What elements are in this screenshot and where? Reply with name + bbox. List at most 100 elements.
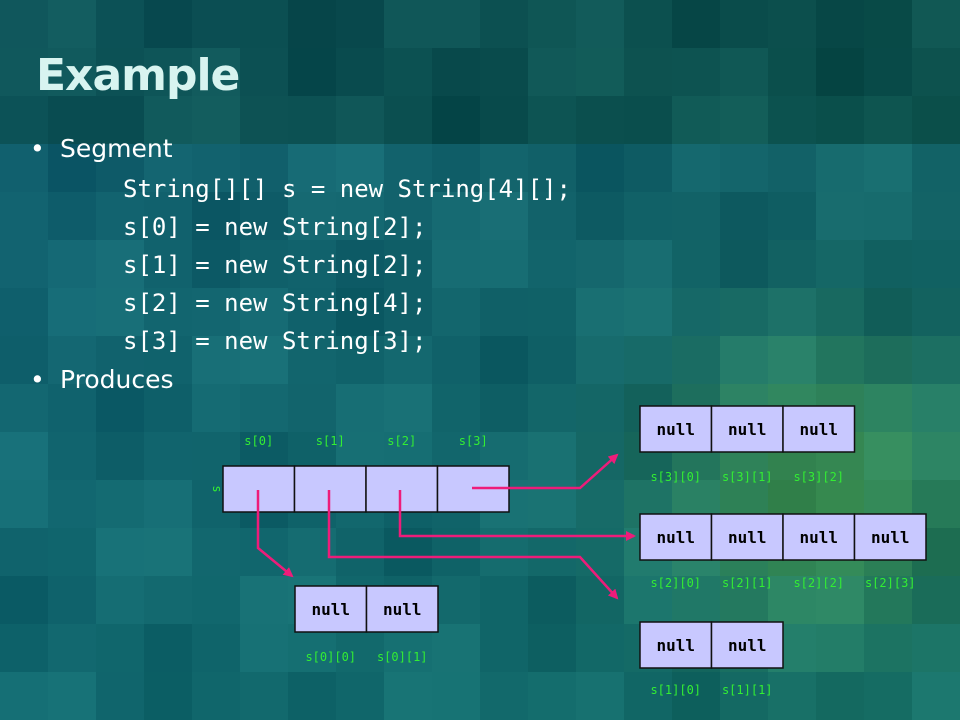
background-tile [480,288,528,336]
background-tile [96,96,144,144]
cell-index-label: s[1][0] [650,683,701,697]
pointer-arrow-s3 [472,453,619,490]
background-tile [768,576,816,624]
background-tile [672,336,720,384]
background-tile [528,384,576,432]
background-tile [144,624,192,672]
background-tile [288,144,336,192]
background-tile [192,624,240,672]
background-tile [0,288,48,336]
background-tile [768,336,816,384]
background-tile [912,384,960,432]
background-tile [0,0,48,48]
background-tile [720,48,768,96]
cell-value: null [311,600,350,619]
background-tile [384,288,432,336]
background-tile [816,48,864,96]
background-tile [912,672,960,720]
background-tile [864,0,912,48]
background-tile [720,0,768,48]
cell-value: null [728,636,767,655]
background-tile [864,384,912,432]
bullet-label: Produces [60,365,174,394]
background-tile [816,240,864,288]
background-tile [432,384,480,432]
background-tile [0,336,48,384]
cell-value: null [656,420,695,439]
background-tile [48,0,96,48]
background-tile [720,240,768,288]
background-tile [816,672,864,720]
background-tile [864,96,912,144]
background-tile [816,336,864,384]
background-tile [144,672,192,720]
background-tile [0,384,48,432]
background-tile [144,432,192,480]
background-tile [288,192,336,240]
background-tile [96,48,144,96]
array-cell [782,513,856,561]
background-tile [96,624,144,672]
background-tile [192,192,240,240]
background-tile [48,528,96,576]
background-tile [672,0,720,48]
cell-index-label: s[2][1] [722,576,773,590]
background-tile [912,288,960,336]
background-tile [720,192,768,240]
background-tile [624,96,672,144]
background-tile [768,0,816,48]
background-tile [96,432,144,480]
background-tile [528,144,576,192]
background-tile [480,624,528,672]
background-tile [240,384,288,432]
background-tile [576,672,624,720]
background-tile [96,528,144,576]
background-tile [0,528,48,576]
background-tile [48,336,96,384]
background-tile [816,96,864,144]
background-tile [528,432,576,480]
background-tile [336,96,384,144]
background-tile [48,96,96,144]
background-tile [240,96,288,144]
background-tile [480,192,528,240]
array-cell [782,405,856,453]
background-tile [48,672,96,720]
background-tile [528,240,576,288]
background-tile [240,192,288,240]
background-tile [672,192,720,240]
background-tile [768,192,816,240]
outer-array-name: s [210,485,224,492]
code-line: s[0] = new String[2]; [123,213,427,241]
cell-value: null [871,528,910,547]
background-tile [144,576,192,624]
background-tile [0,624,48,672]
background-tile [48,240,96,288]
background-tile [528,48,576,96]
background-tile [624,576,672,624]
background-tile [288,288,336,336]
background-tile [192,336,240,384]
background-tile [912,96,960,144]
background-tile [576,96,624,144]
background-tile [336,288,384,336]
background-tile [480,48,528,96]
outer-array-cell [365,465,439,513]
background-tile [864,288,912,336]
background-tile [528,672,576,720]
background-tile [480,240,528,288]
background-tile [288,240,336,288]
bullet-dot-icon: • [30,365,45,394]
background-tile [336,672,384,720]
background-tile [576,480,624,528]
background-tile [432,96,480,144]
background-tile [576,336,624,384]
background-tile [576,48,624,96]
background-tile [288,0,336,48]
background-tile [144,144,192,192]
background-tile [96,0,144,48]
pointer-arrow-s2 [398,490,636,541]
background-tile [816,144,864,192]
background-tile [864,576,912,624]
cell-value: null [656,636,695,655]
